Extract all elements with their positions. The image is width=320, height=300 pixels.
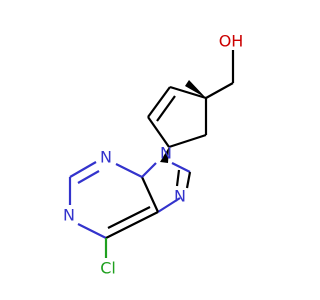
bond-c5-c4p	[140, 176, 160, 213]
atom-label-cl: Cl	[100, 259, 116, 278]
bond-n3-c2p-double	[77, 170, 100, 184]
bond-c2-c1	[147, 116, 170, 148]
wedge-c1-n9	[160, 147, 169, 163]
bond-c1-c5	[168, 133, 207, 149]
bond-c8-n7b	[175, 169, 181, 187]
bond-n1-c6	[77, 223, 107, 239]
bond-c6-c5-double	[107, 206, 151, 229]
atom-label-n3: N	[100, 148, 112, 167]
chemical-structure: OH N N N N Cl	[63, 32, 244, 278]
atom-label-n9: N	[160, 144, 172, 163]
bond-c6-c5	[105, 211, 159, 239]
bond-c3-c2	[147, 86, 171, 118]
wedge-c4-h	[185, 80, 206, 98]
bond-c4-ch2	[205, 82, 234, 99]
atom-label-oh: OH	[219, 32, 244, 51]
bond-c8-n7a	[185, 171, 192, 189]
bond-n9-c8	[171, 162, 191, 173]
bond-n3-c2p	[69, 161, 97, 178]
bond-c4p-n9	[141, 162, 157, 178]
atom-label-n7: N	[174, 187, 186, 206]
atom-label-n1: N	[63, 206, 75, 225]
bond-n7-c5	[157, 197, 181, 213]
bond-c4p-n3	[115, 163, 143, 178]
bond-c4-c3	[169, 85, 207, 100]
bond-c3-c2-double	[156, 95, 176, 122]
